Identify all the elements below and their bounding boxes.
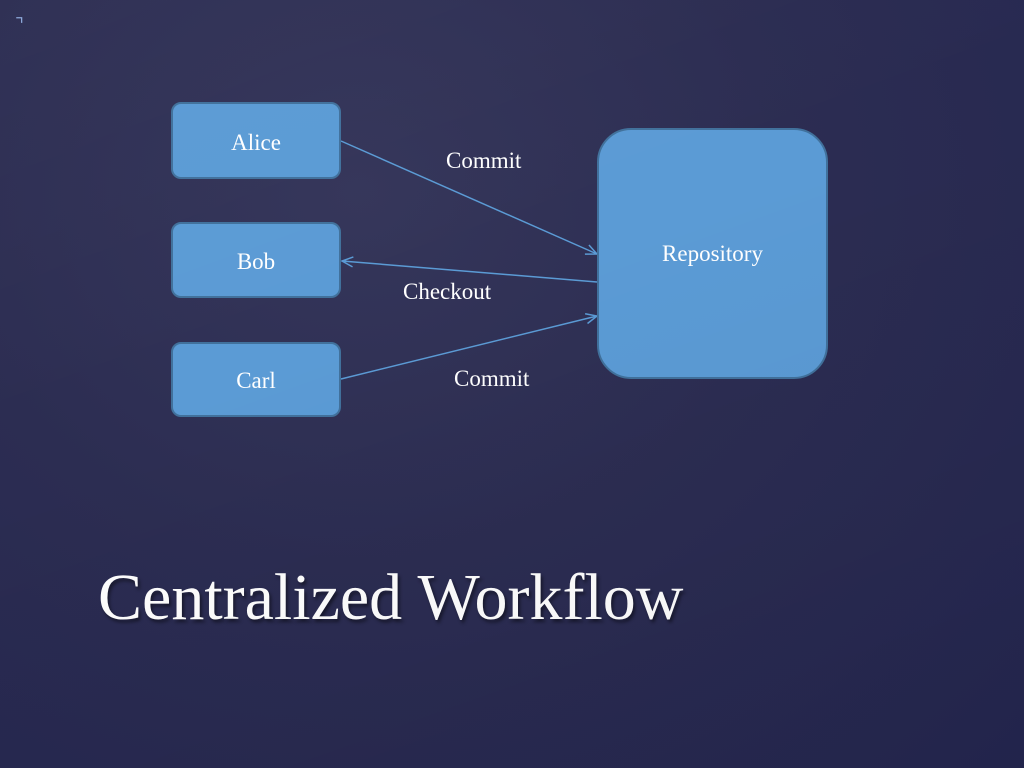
node-alice: Alice [171,102,341,179]
arrow-repository-to-bob [340,256,598,283]
arrow-carl-to-repository [340,313,599,380]
node-bob-label: Bob [236,249,276,274]
edge-label-checkout-bob: Checkout [403,279,492,304]
node-bob: Bob [171,222,341,298]
slide-title: Centralized Workflow [98,561,684,634]
arrow-alice-to-repository [340,140,599,255]
node-repository: Repository [597,128,828,379]
edge-label-commit-alice: Commit [446,148,522,173]
node-carl: Carl [171,342,341,417]
node-alice-label: Alice [231,130,281,155]
edge-label-commit-carl: Commit [454,366,530,391]
node-repository-label: Repository [662,241,763,266]
node-carl-label: Carl [236,368,276,393]
